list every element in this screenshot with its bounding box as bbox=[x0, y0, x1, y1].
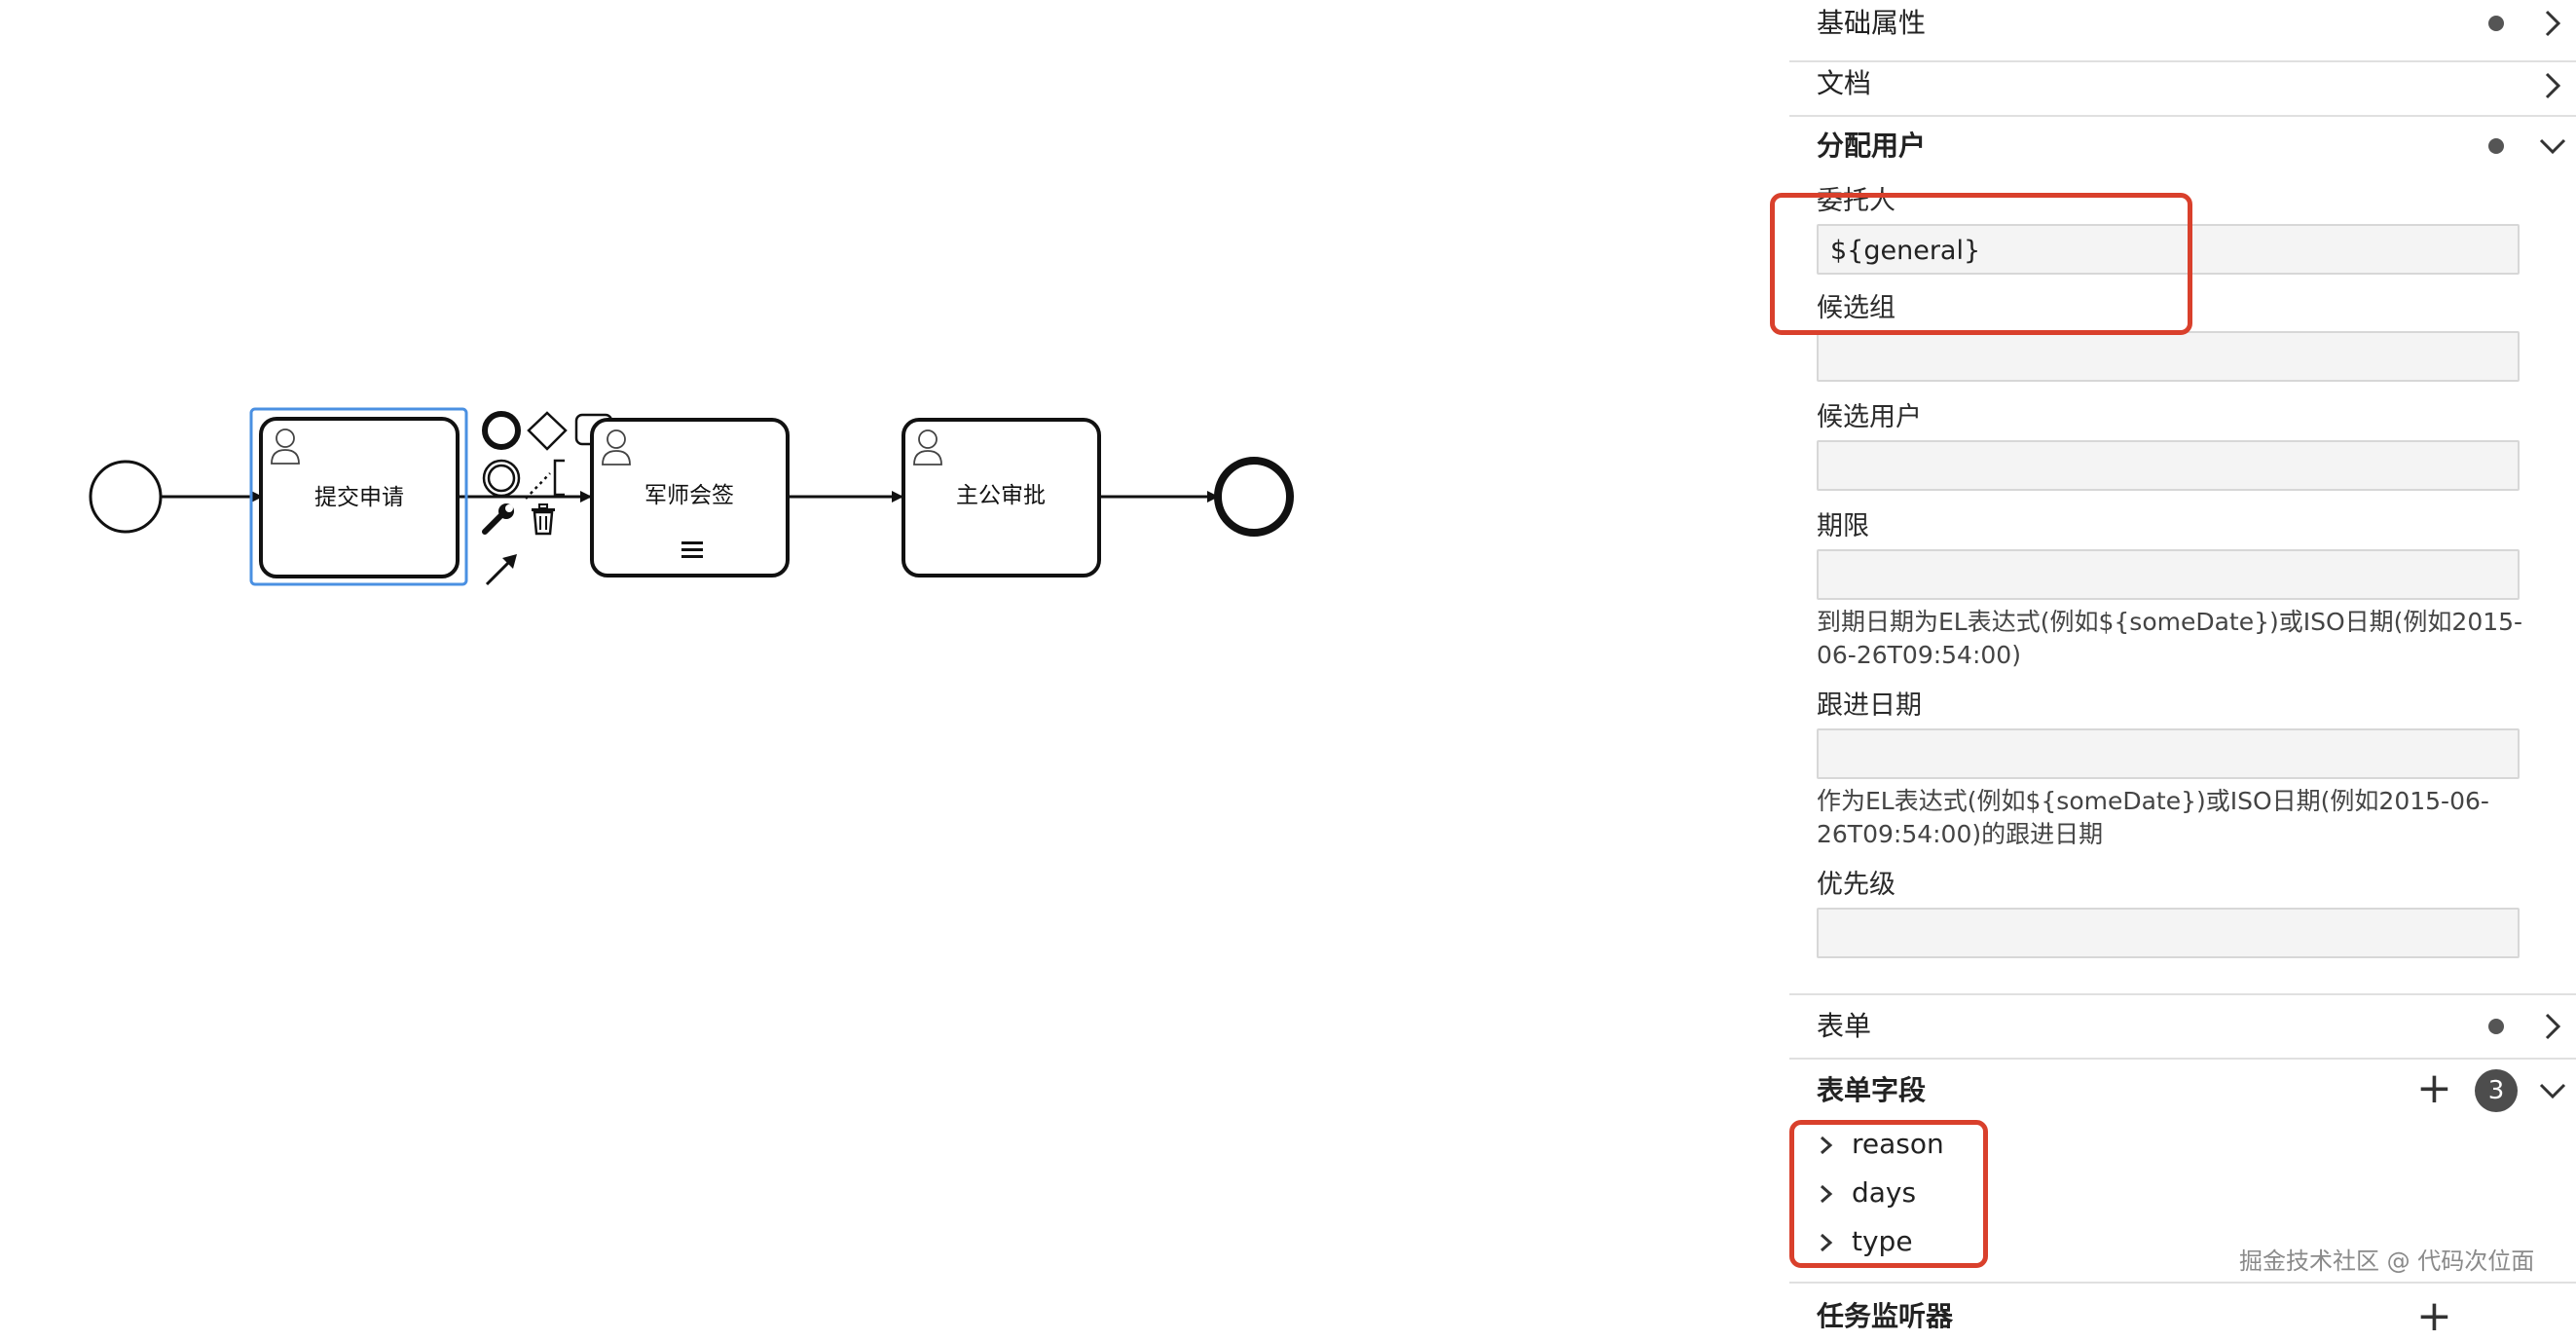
chevron-right-icon[interactable] bbox=[2529, 62, 2576, 109]
connect-arrow-icon[interactable] bbox=[485, 554, 517, 586]
follow-up-label: 跟进日期 bbox=[1817, 690, 1922, 721]
user-task-lord-approval[interactable]: 主公审批 bbox=[902, 418, 1101, 577]
group-title: 分配用户 bbox=[1817, 130, 1927, 162]
group-title: 表单字段 bbox=[1817, 1074, 1927, 1106]
has-data-dot-icon bbox=[2488, 16, 2504, 31]
form-field-item[interactable]: days bbox=[1817, 1169, 1916, 1217]
due-date-label: 期限 bbox=[1817, 511, 1869, 541]
assignee-input[interactable]: ${general} bbox=[1817, 224, 2520, 275]
group-title: 文档 bbox=[1817, 67, 1872, 99]
task-label: 主公审批 bbox=[956, 483, 1046, 508]
properties-panel: 基础属性 文档 分配用户 委托人 ${general} 候选组 候选用户 期限 … bbox=[1789, 0, 2576, 1338]
priority-input[interactable] bbox=[1817, 908, 2520, 958]
append-intermediate-event-icon[interactable] bbox=[482, 459, 521, 498]
group-title: 任务监听器 bbox=[1817, 1300, 1954, 1332]
follow-up-input[interactable] bbox=[1817, 728, 2520, 779]
due-date-hint: 到期日期为EL表达式(例如${someDate})或ISO日期(例如2015-0… bbox=[1817, 608, 2523, 669]
text-annotation-icon[interactable] bbox=[553, 459, 565, 497]
user-icon bbox=[913, 429, 942, 466]
chevron-right-icon[interactable] bbox=[2529, 0, 2576, 47]
chevron-right-icon bbox=[1817, 1217, 1844, 1266]
group-header-docs[interactable]: 文档 bbox=[1789, 55, 2576, 117]
user-icon bbox=[271, 428, 300, 465]
group-title: 基础属性 bbox=[1817, 7, 1927, 39]
form-field-name: type bbox=[1852, 1225, 1913, 1257]
form-field-name: days bbox=[1852, 1176, 1917, 1209]
user-task-submit[interactable]: 提交申请 bbox=[249, 407, 468, 586]
user-task-advisor-countersign[interactable]: 军师会签 bbox=[590, 418, 790, 577]
form-field-item[interactable]: reason bbox=[1817, 1120, 1944, 1169]
group-assign: 分配用户 委托人 ${general} 候选组 候选用户 期限 到期日期为EL表… bbox=[1789, 117, 2576, 993]
has-data-dot-icon bbox=[2488, 138, 2504, 154]
follow-up-hint: 作为EL表达式(例如${someDate})或ISO日期(例如2015-06-2… bbox=[1817, 787, 2489, 848]
bpmn-canvas[interactable]: 提交申请 bbox=[0, 0, 1789, 1309]
highlight-form-fields bbox=[1789, 1120, 1988, 1268]
count-badge: 3 bbox=[2475, 1069, 2518, 1112]
form-field-item[interactable]: type bbox=[1817, 1217, 1913, 1266]
chevron-right-icon bbox=[1817, 1120, 1844, 1169]
wrench-icon[interactable] bbox=[482, 503, 514, 535]
task-label: 军师会签 bbox=[644, 483, 734, 508]
chevron-right-icon[interactable] bbox=[2529, 1003, 2576, 1050]
chevron-down-icon[interactable] bbox=[2529, 123, 2576, 169]
group-title: 表单 bbox=[1817, 1010, 1872, 1042]
group-header-basic[interactable]: 基础属性 bbox=[1789, 0, 2576, 62]
due-date-input[interactable] bbox=[1817, 549, 2520, 600]
candidate-users-label: 候选用户 bbox=[1817, 402, 1922, 432]
candidate-groups-input[interactable] bbox=[1817, 331, 2520, 382]
selection-outline bbox=[249, 407, 468, 586]
has-data-dot-icon bbox=[2488, 1019, 2504, 1034]
highlight-assignee bbox=[1770, 193, 2192, 335]
association-icon[interactable] bbox=[525, 472, 551, 500]
end-event[interactable] bbox=[1214, 457, 1294, 537]
priority-label: 优先级 bbox=[1817, 870, 1895, 900]
form-field-name: reason bbox=[1852, 1128, 1944, 1160]
watermark: 掘金技术社区 @ 代码次位面 bbox=[2239, 1248, 2535, 1275]
group-header-form[interactable]: 表单 bbox=[1789, 993, 2576, 1060]
add-icon[interactable]: + bbox=[2416, 1291, 2452, 1341]
assignee-label: 委托人 bbox=[1817, 186, 1895, 216]
group-header-listener[interactable]: 任务监听器 + bbox=[1789, 1282, 2576, 1338]
user-icon bbox=[602, 429, 631, 466]
start-event[interactable] bbox=[89, 460, 163, 534]
task-label: 提交申请 bbox=[314, 485, 404, 510]
candidate-users-input[interactable] bbox=[1817, 440, 2520, 491]
chevron-down-icon[interactable] bbox=[2529, 1067, 2576, 1114]
chevron-right-icon bbox=[1817, 1169, 1844, 1217]
trash-icon[interactable] bbox=[532, 503, 555, 536]
append-end-event-icon[interactable] bbox=[482, 411, 521, 450]
append-gateway-icon[interactable] bbox=[527, 411, 568, 451]
group-form-fields: 表单字段 + 3 reason days type bbox=[1789, 1058, 2576, 1291]
multi-instance-icon bbox=[681, 541, 703, 558]
add-icon[interactable]: + bbox=[2416, 1063, 2452, 1113]
candidate-groups-label: 候选组 bbox=[1817, 293, 1895, 323]
